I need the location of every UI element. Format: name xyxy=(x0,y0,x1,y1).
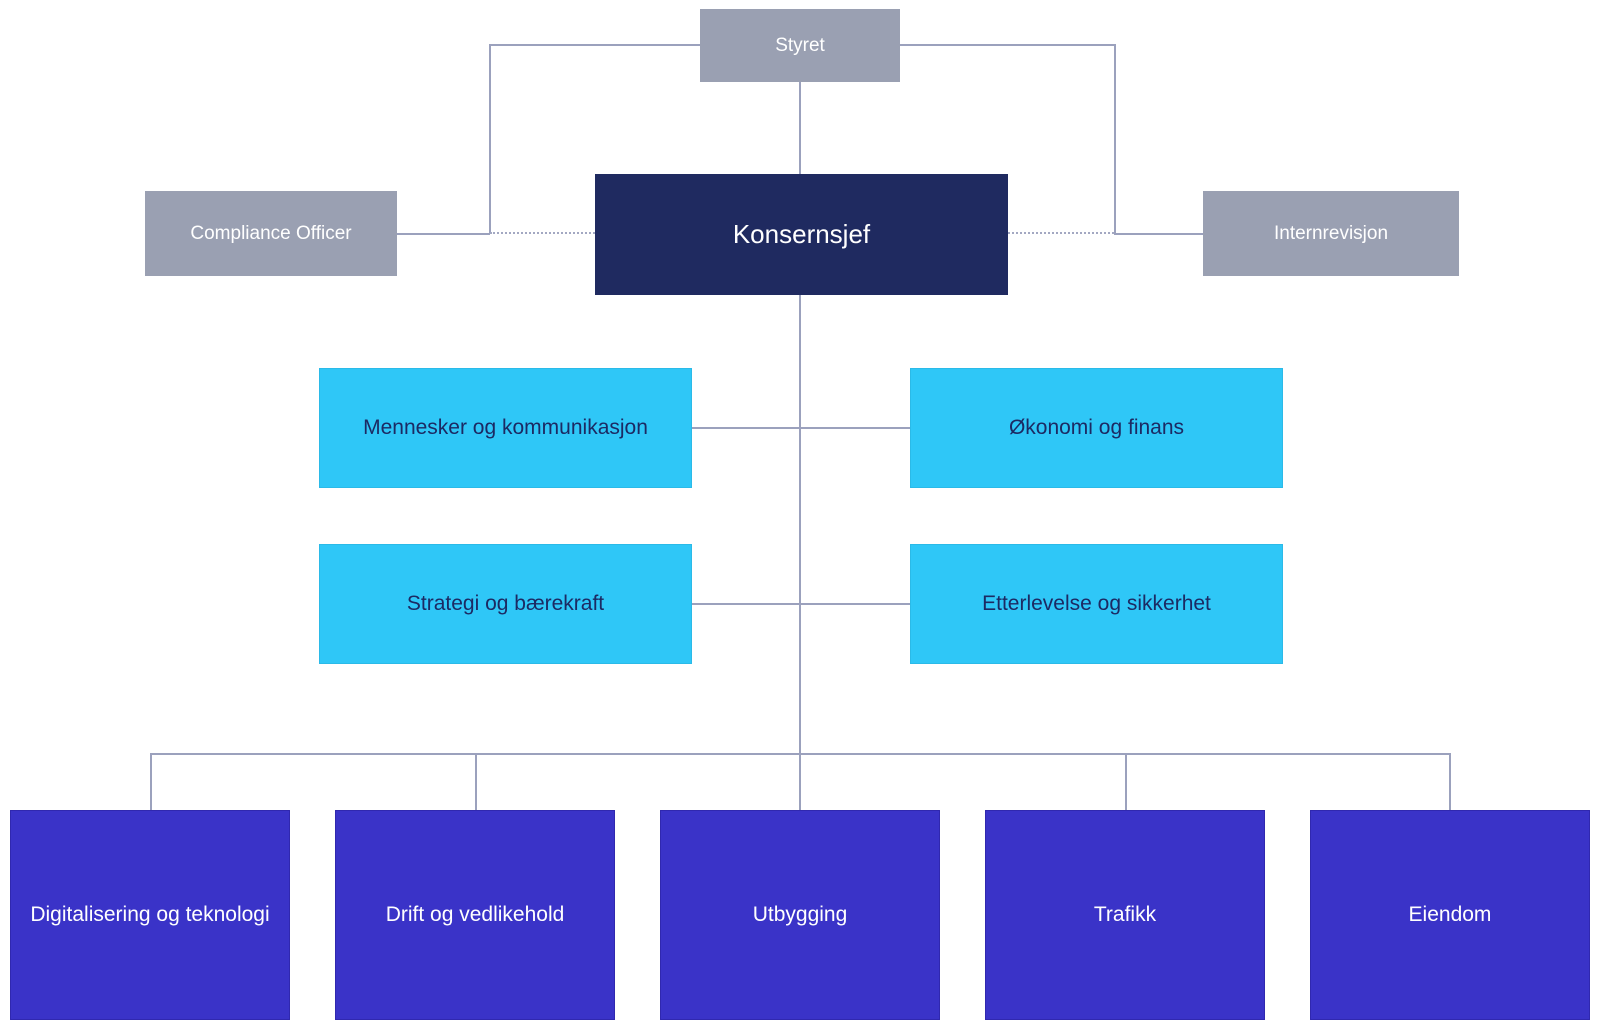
node-etterlevelse-og-sikkerhet: Etterlevelse og sikkerhet xyxy=(910,544,1283,664)
node-internrevisjon-label: Internrevisjon xyxy=(1273,222,1389,244)
connector-staff-row2-left xyxy=(692,603,800,605)
node-trafikk-label: Trafikk xyxy=(1093,902,1157,926)
node-digitalisering-og-teknologi-label: Digitalisering og teknologi xyxy=(30,902,270,926)
node-compliance-officer-label: Compliance Officer xyxy=(190,222,352,244)
connector-right-arm-drop xyxy=(1114,44,1116,234)
node-drift-og-vedlikehold-label: Drift og vedlikehold xyxy=(385,902,565,926)
connector-board-right-arm xyxy=(900,44,1114,46)
connector-compliance-dotted xyxy=(490,232,595,234)
connector-division-drop-2 xyxy=(475,753,477,810)
node-strategi-og-baerekraft-label: Strategi og bærekraft xyxy=(406,591,605,615)
connector-internrevisjon-solid xyxy=(1114,233,1203,235)
node-board: Styret xyxy=(700,9,900,82)
connector-board-left-arm xyxy=(489,44,700,46)
connector-internrevisjon-dotted xyxy=(1008,232,1114,234)
node-compliance-officer: Compliance Officer xyxy=(145,191,397,276)
connector-staff-row1-right xyxy=(800,427,910,429)
node-board-label: Styret xyxy=(775,34,825,56)
connector-division-drop-4 xyxy=(1125,753,1127,810)
connector-staff-row2-right xyxy=(800,603,910,605)
node-utbygging: Utbygging xyxy=(660,810,940,1020)
node-drift-og-vedlikehold: Drift og vedlikehold xyxy=(335,810,615,1020)
connector-compliance-solid xyxy=(397,233,490,235)
connector-ceo-main-drop xyxy=(799,295,801,810)
node-digitalisering-og-teknologi: Digitalisering og teknologi xyxy=(10,810,290,1020)
node-mennesker-og-kommunikasjon-label: Mennesker og kommunikasjon xyxy=(363,415,648,439)
node-ceo-label: Konsernsjef xyxy=(732,219,871,250)
node-trafikk: Trafikk xyxy=(985,810,1265,1020)
connector-division-drop-5 xyxy=(1449,753,1451,810)
connector-division-drop-1 xyxy=(150,753,152,810)
node-okonomi-og-finans-label: Økonomi og finans xyxy=(1008,415,1185,439)
connector-divisions-bus xyxy=(150,753,1450,755)
connector-staff-row1-left xyxy=(692,427,800,429)
node-etterlevelse-og-sikkerhet-label: Etterlevelse og sikkerhet xyxy=(982,591,1211,615)
node-internrevisjon: Internrevisjon xyxy=(1203,191,1459,276)
node-strategi-og-baerekraft: Strategi og bærekraft xyxy=(319,544,692,664)
connector-left-arm-drop xyxy=(489,44,491,234)
node-ceo: Konsernsjef xyxy=(595,174,1008,295)
node-utbygging-label: Utbygging xyxy=(752,902,848,926)
node-eiendom-label: Eiendom xyxy=(1408,902,1492,926)
node-mennesker-og-kommunikasjon: Mennesker og kommunikasjon xyxy=(319,368,692,488)
node-okonomi-og-finans: Økonomi og finans xyxy=(910,368,1283,488)
connector-board-to-ceo xyxy=(799,82,801,174)
node-eiendom: Eiendom xyxy=(1310,810,1590,1020)
